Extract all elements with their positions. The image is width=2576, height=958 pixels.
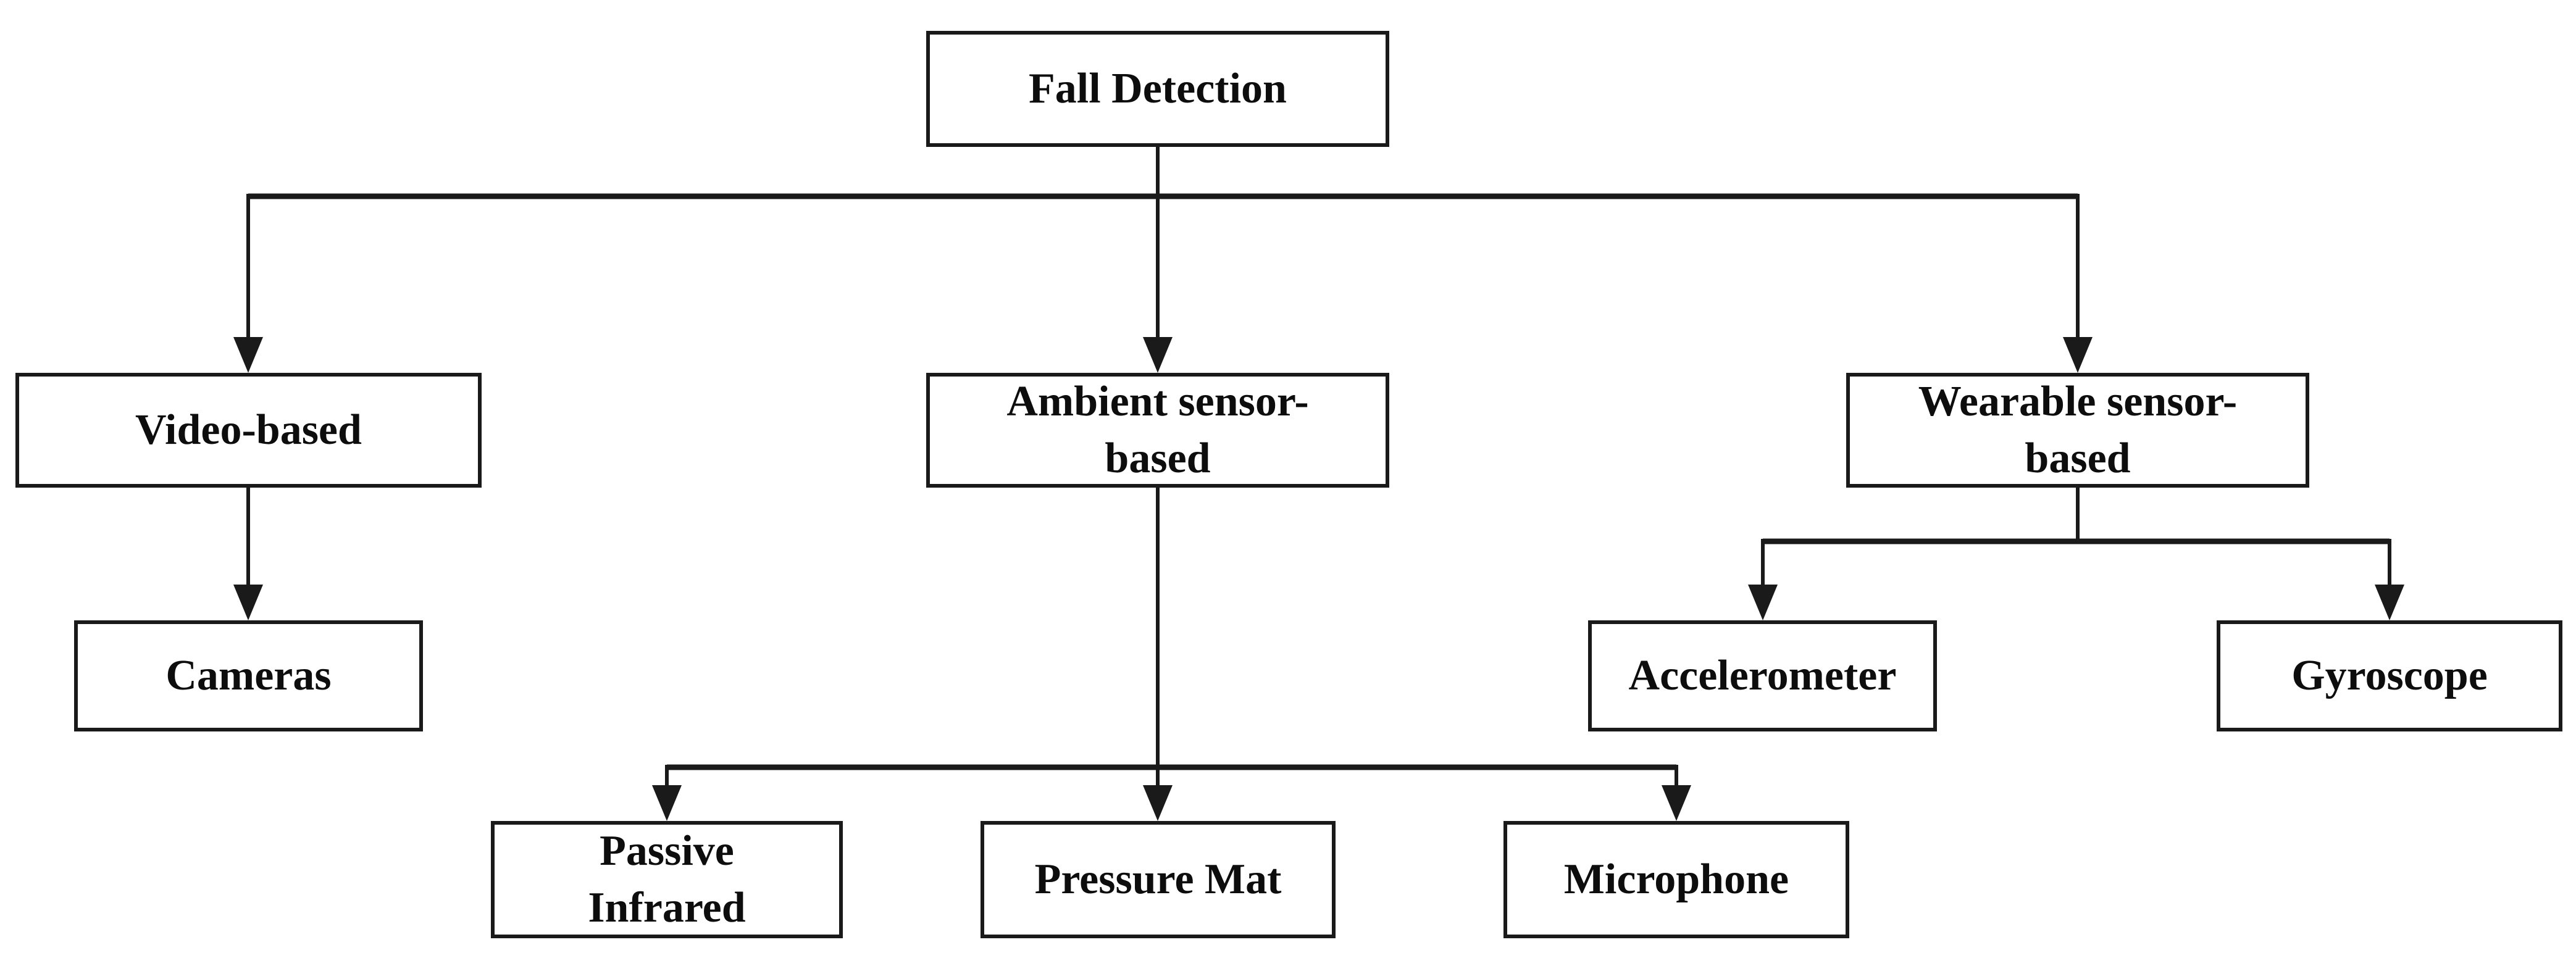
- arrowhead-icon: [1143, 337, 1173, 373]
- node-pressure-mat: Pressure Mat: [981, 821, 1336, 938]
- node-ambient-sensor-based-label: Ambient sensor- based: [1006, 377, 1309, 482]
- node-accelerometer: Accelerometer: [1588, 620, 1937, 731]
- node-microphone-label: Microphone: [1563, 855, 1789, 903]
- arrowhead-icon: [1662, 785, 1691, 821]
- node-fall-detection-label: Fall Detection: [1029, 64, 1287, 112]
- node-video-based: Video-based: [15, 373, 482, 488]
- node-accelerometer-label: Accelerometer: [1628, 651, 1897, 699]
- node-cameras-label: Cameras: [165, 651, 332, 699]
- arrowhead-icon: [652, 785, 682, 821]
- node-wearable-sensor-based: Wearable sensor- based: [1846, 373, 2309, 488]
- arrowhead-icon: [2063, 337, 2093, 373]
- node-pressure-mat-label: Pressure Mat: [1034, 855, 1282, 903]
- arrowhead-icon: [233, 585, 263, 620]
- node-wearable-sensor-based-label: Wearable sensor- based: [1918, 377, 2238, 482]
- node-gyroscope-label: Gyroscope: [2291, 651, 2488, 699]
- node-passive-infrared: Passive Infrared: [491, 821, 843, 938]
- node-gyroscope: Gyroscope: [2217, 620, 2562, 731]
- arrowhead-icon: [1748, 585, 1778, 620]
- node-video-based-label: Video-based: [135, 406, 362, 454]
- arrowheads: [233, 337, 2404, 821]
- arrowhead-icon: [1143, 785, 1173, 821]
- node-microphone: Microphone: [1503, 821, 1849, 938]
- arrowhead-icon: [233, 337, 263, 373]
- node-passive-infrared-label: Passive Infrared: [588, 827, 746, 931]
- arrowhead-icon: [2375, 585, 2404, 620]
- node-fall-detection: Fall Detection: [926, 31, 1389, 147]
- node-cameras: Cameras: [74, 620, 423, 731]
- node-ambient-sensor-based: Ambient sensor- based: [926, 373, 1389, 488]
